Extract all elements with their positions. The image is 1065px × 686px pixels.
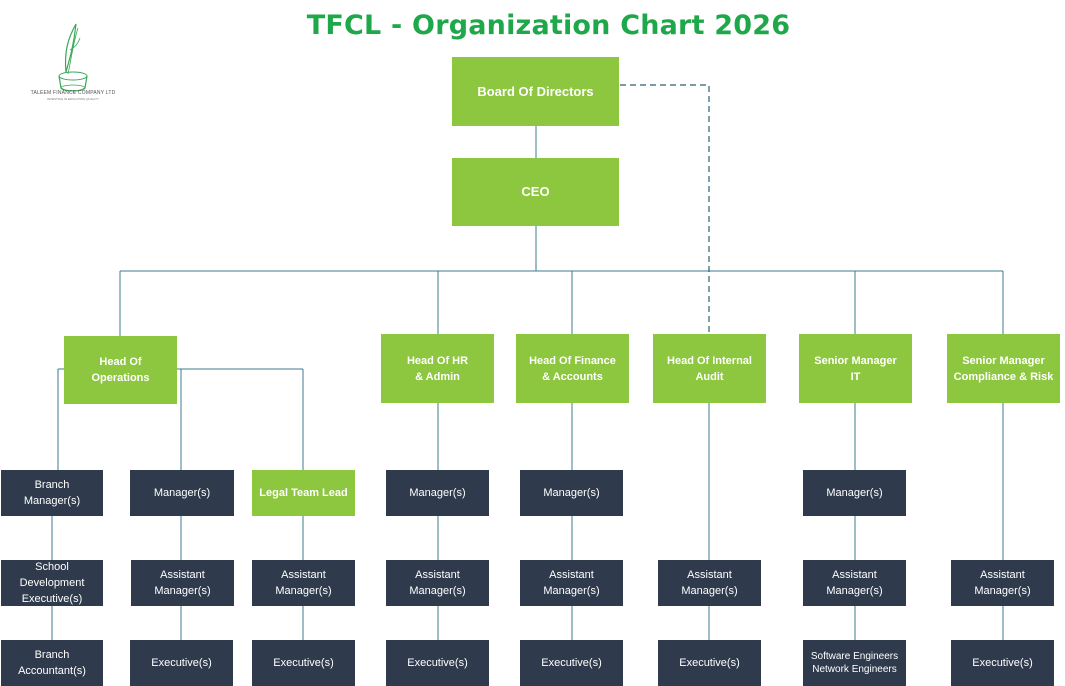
head-of-operations-box[interactable]: Head Of Operations (64, 336, 177, 404)
branch-manager-box[interactable]: Branch Manager(s) (1, 470, 103, 516)
operations-assistant-manager-box[interactable]: Assistant Manager(s) (131, 560, 234, 606)
finance-executive-box[interactable]: Executive(s) (520, 640, 623, 686)
finance-manager-box[interactable]: Manager(s) (520, 470, 623, 516)
it-assistant-manager-box[interactable]: Assistant Manager(s) (803, 560, 906, 606)
finance-assistant-manager-box[interactable]: Assistant Manager(s) (520, 560, 623, 606)
branch-accountant-box[interactable]: Branch Accountant(s) (1, 640, 103, 686)
head-of-finance-box[interactable]: Head Of Finance & Accounts (516, 334, 629, 403)
operations-executive-box[interactable]: Executive(s) (130, 640, 233, 686)
operations-manager-box[interactable]: Manager(s) (130, 470, 234, 516)
logo-company-name: TALEEM FINANCE COMPANY LTD (30, 90, 116, 96)
audit-assistant-manager-box[interactable]: Assistant Manager(s) (658, 560, 761, 606)
head-of-hr-box[interactable]: Head Of HR & Admin (381, 334, 494, 403)
hr-assistant-manager-box[interactable]: Assistant Manager(s) (386, 560, 489, 606)
senior-manager-compliance-box[interactable]: Senior Manager Compliance & Risk (947, 334, 1060, 403)
company-logo (58, 23, 88, 92)
chart-title: TFCL - Organization Chart 2026 (306, 10, 791, 41)
ceo-box[interactable]: CEO (452, 158, 619, 226)
logo-tagline: INVESTING IN EDUCATION QUALITY (47, 97, 99, 101)
head-of-internal-audit-box[interactable]: Head Of Internal Audit (653, 334, 766, 403)
board-of-directors-box[interactable]: Board Of Directors (452, 57, 619, 126)
compliance-executive-box[interactable]: Executive(s) (951, 640, 1054, 686)
it-engineers-box[interactable]: Software Engineers Network Engineers (803, 640, 906, 686)
hr-manager-box[interactable]: Manager(s) (386, 470, 489, 516)
compliance-assistant-manager-box[interactable]: Assistant Manager(s) (951, 560, 1054, 606)
audit-executive-box[interactable]: Executive(s) (658, 640, 761, 686)
senior-manager-it-box[interactable]: Senior Manager IT (799, 334, 912, 403)
school-development-executive-box[interactable]: School Development Executive(s) (1, 560, 103, 606)
legal-executive-box[interactable]: Executive(s) (252, 640, 355, 686)
hr-executive-box[interactable]: Executive(s) (386, 640, 489, 686)
legal-team-lead-box[interactable]: Legal Team Lead (252, 470, 355, 516)
it-manager-box[interactable]: Manager(s) (803, 470, 906, 516)
legal-assistant-manager-box[interactable]: Assistant Manager(s) (252, 560, 355, 606)
